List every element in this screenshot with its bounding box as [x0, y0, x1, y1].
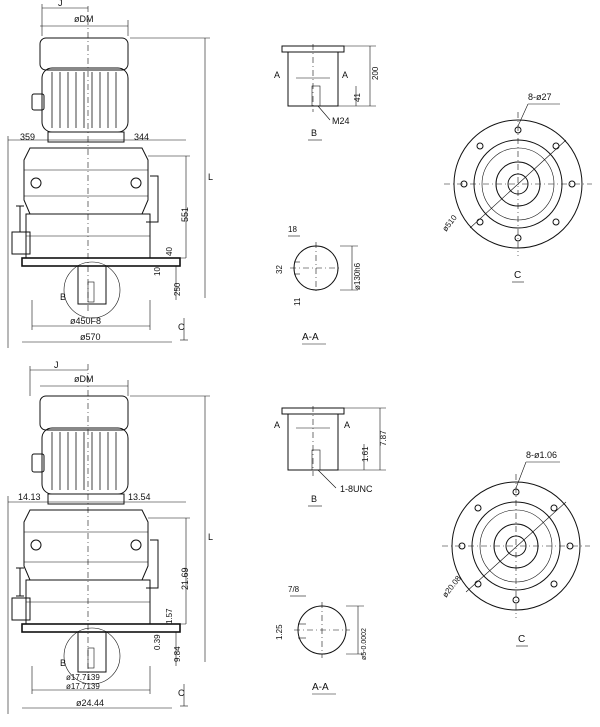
- shaft-detail-metric: A A 200 41 M24 B: [274, 44, 380, 141]
- gearmotor-front-view-imperial: [11, 364, 181, 685]
- label-c-imperial-flange: C: [518, 634, 525, 645]
- dim-32: 32: [275, 265, 284, 274]
- dim-1413: 14.13: [18, 492, 41, 502]
- dim-dia-177139-a: ø17.7139: [66, 673, 100, 682]
- metric-section: J øDM L 359 344 551 40 10 250: [7, 0, 592, 348]
- dim-dia-5: ø5-0.0002: [361, 628, 368, 660]
- dim-dia-450: ø450F8: [70, 316, 101, 326]
- dim-1354: 13.54: [128, 492, 151, 502]
- section-mark-a-right: A: [342, 70, 348, 80]
- gearmotor-front-view-metric: [11, 6, 181, 319]
- dim-359: 359: [20, 132, 35, 142]
- dim-344: 344: [134, 132, 149, 142]
- dim-125: 1.25: [275, 624, 284, 640]
- dim-dia-2444: ø24.44: [76, 698, 104, 708]
- label-b-metric-front: B: [60, 292, 66, 302]
- dim-dia-177139-b: ø17.7139: [66, 682, 100, 691]
- flange-view-imperial: 8-ø1.06 ø20.08 C: [440, 450, 590, 647]
- section-title-aa-imperial: A-A: [312, 682, 329, 693]
- section-mark-a-left: A: [274, 70, 280, 80]
- dim-dia-570: ø570: [80, 332, 101, 342]
- flange-holes-metric: 8-ø27: [528, 92, 552, 102]
- section-mark-a-right-imp: A: [344, 420, 350, 430]
- dim-7-8: 7/8: [288, 585, 300, 594]
- dim-40: 40: [165, 247, 174, 256]
- section-aa-metric: 18 32 11 ø130h6 A-A: [275, 225, 362, 345]
- dim-dm-imperial: øDM: [74, 374, 94, 384]
- dim-2169: 21.69: [180, 567, 190, 590]
- dim-dia-130: ø130h6: [353, 262, 362, 290]
- label-b-imperial-front: B: [60, 658, 66, 668]
- flange-holes-imperial: 8-ø1.06: [526, 450, 557, 460]
- dim-l-metric: L: [208, 172, 213, 182]
- dim-157: 1.57: [165, 608, 174, 624]
- label-b-metric-shaft: B: [311, 128, 317, 138]
- flange-view-metric: 8-ø27 ø510 C: [440, 92, 592, 283]
- metric-dimensions: J øDM L 359 344 551 40 10 250: [7, 0, 213, 348]
- dim-787: 7.87: [379, 430, 388, 446]
- section-mark-a-left-imp: A: [274, 420, 280, 430]
- dim-18: 18: [288, 225, 297, 234]
- dim-250: 250: [173, 282, 182, 296]
- label-c-imperial-front: C: [178, 688, 185, 698]
- imperial-dimensions: J øDM L 14.13 13.54 21.69 1.57 0.39 9.84…: [7, 360, 213, 714]
- dim-551: 551: [180, 207, 190, 222]
- dim-41: 41: [353, 93, 362, 102]
- dim-j-imperial: J: [54, 360, 59, 370]
- label-c-metric-flange: C: [514, 270, 521, 281]
- dim-11: 11: [293, 297, 302, 306]
- section-title-aa-metric: A-A: [302, 332, 319, 343]
- flange-pcd-metric: ø510: [440, 213, 459, 233]
- dim-161: 1.61: [361, 446, 370, 462]
- label-c-metric-front: C: [178, 322, 185, 332]
- dim-j-metric: J: [58, 0, 63, 8]
- dim-dm-metric: øDM: [74, 14, 94, 24]
- dim-200: 200: [371, 66, 380, 80]
- section-aa-imperial: 7/8 1.25 ø5-0.0002 A-A: [275, 585, 368, 695]
- shaft-detail-imperial: A A 7.87 1.61 1-8UNC B: [274, 406, 388, 507]
- label-b-imperial-shaft: B: [311, 494, 317, 504]
- dim-l-imperial: L: [208, 532, 213, 542]
- imperial-section: J øDM L 14.13 13.54 21.69 1.57 0.39 9.84…: [7, 360, 590, 714]
- flange-pcd-imperial: ø20.08: [440, 574, 463, 600]
- dim-10: 10: [153, 267, 162, 276]
- dim-984: 9.84: [173, 646, 182, 662]
- thread-1-8unc: 1-8UNC: [340, 484, 373, 494]
- thread-m24: M24: [332, 116, 350, 126]
- dim-039: 0.39: [153, 634, 162, 650]
